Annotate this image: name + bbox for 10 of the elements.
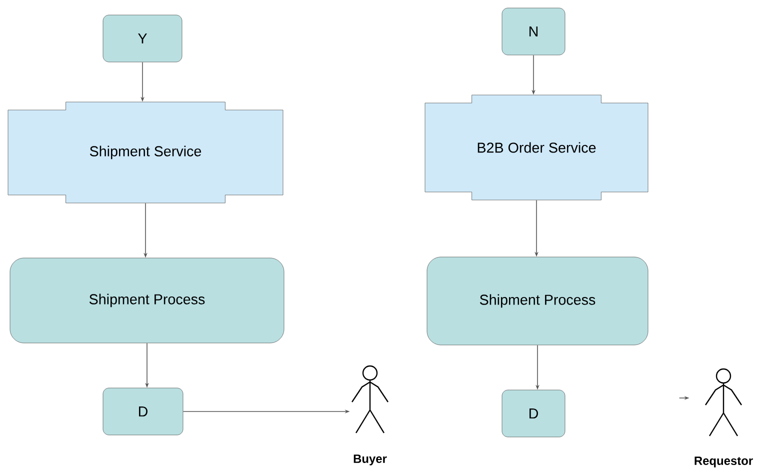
process-box: Shipment Process <box>10 258 284 344</box>
terminal-box: Y <box>102 14 182 62</box>
terminal-box: N <box>502 8 566 56</box>
person-label: Requestor <box>694 456 753 468</box>
terminal-box: D <box>102 388 184 436</box>
person-label: Buyer <box>354 454 387 466</box>
service-box: B2B Order Service <box>424 94 648 200</box>
service-box: Shipment Service <box>8 102 284 204</box>
terminal-box: D <box>502 390 566 438</box>
process-box: Shipment Process <box>426 256 648 346</box>
